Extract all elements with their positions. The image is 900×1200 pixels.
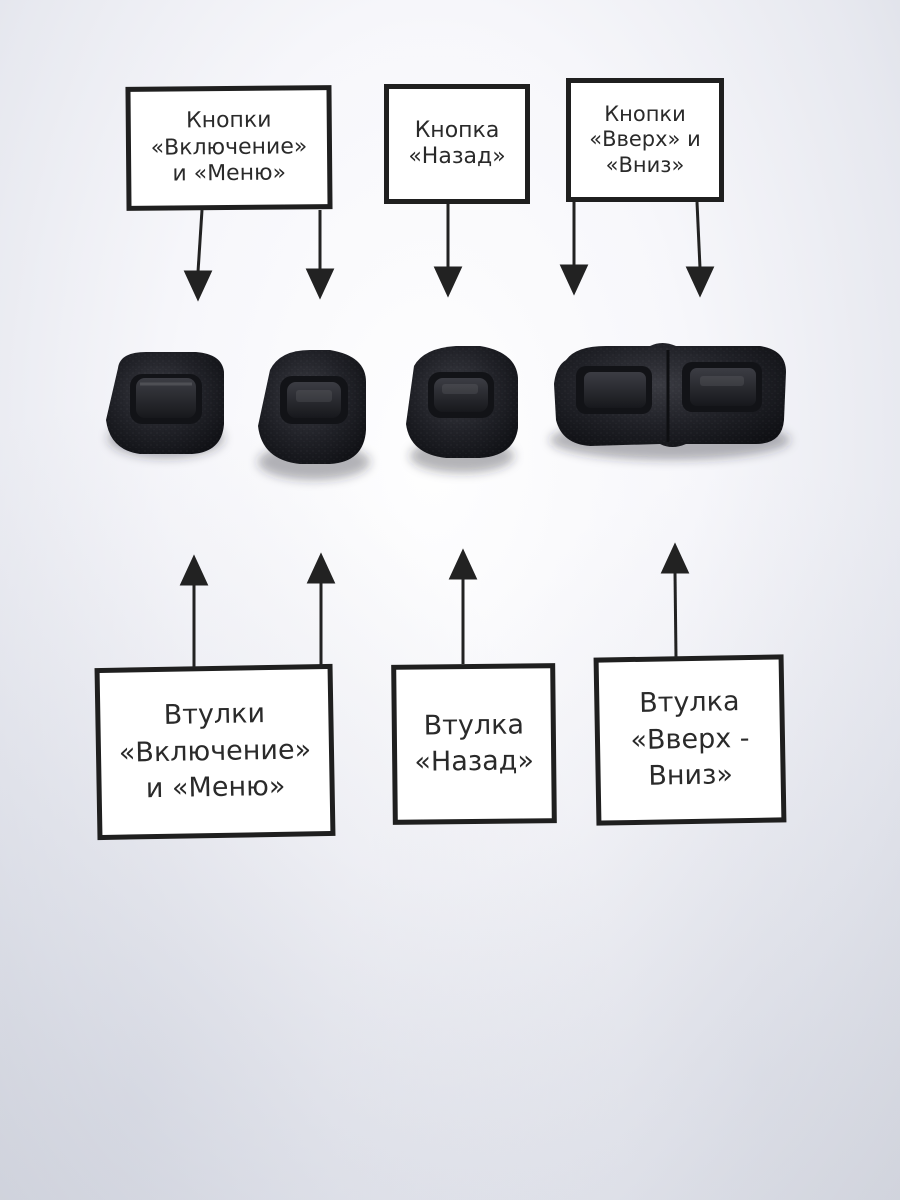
power-button-part	[106, 352, 224, 458]
label-line: «Назад»	[408, 144, 506, 169]
arrow-up-icon	[660, 542, 690, 659]
arrow-down-icon	[559, 202, 589, 296]
arrow-down-icon	[305, 210, 335, 300]
arrow-down-icon	[183, 209, 213, 302]
label-line: «Вниз»	[605, 152, 685, 177]
back-button-part	[406, 346, 518, 473]
arrow-up-icon	[448, 548, 478, 664]
arrow-down-icon	[433, 204, 463, 298]
arrow-up-icon	[306, 552, 336, 668]
up-down-button-part	[550, 343, 790, 460]
label-buttons-up-down: Кнопки «Вверх» и «Вниз»	[566, 78, 724, 202]
label-line: «Вверх» и	[589, 127, 701, 152]
arrow-up-icon	[179, 554, 209, 668]
label-line: Кнопки	[604, 102, 686, 127]
label-button-back: Кнопка «Назад»	[384, 84, 530, 204]
arrow-down-icon	[685, 201, 715, 298]
menu-button-part	[258, 350, 370, 480]
label-line: Кнопка	[414, 117, 500, 143]
